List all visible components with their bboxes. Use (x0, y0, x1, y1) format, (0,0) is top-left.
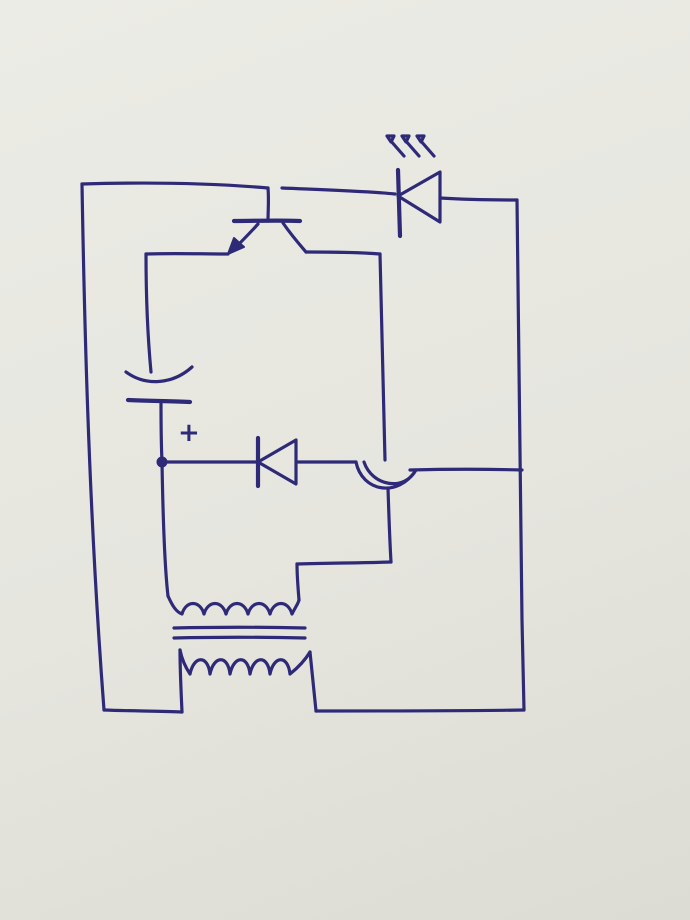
inner-wires (144, 250, 524, 714)
transistor-symbol (227, 186, 308, 255)
led-symbol (385, 134, 442, 239)
transformer-symbol (166, 594, 312, 676)
junction-dot (156, 456, 168, 468)
capacitor-plus-label: + (178, 418, 200, 448)
diode-symbol (255, 435, 298, 489)
capacitor-symbol: + (124, 365, 200, 448)
wire-crossover (354, 460, 418, 490)
outer-wires (80, 181, 526, 714)
